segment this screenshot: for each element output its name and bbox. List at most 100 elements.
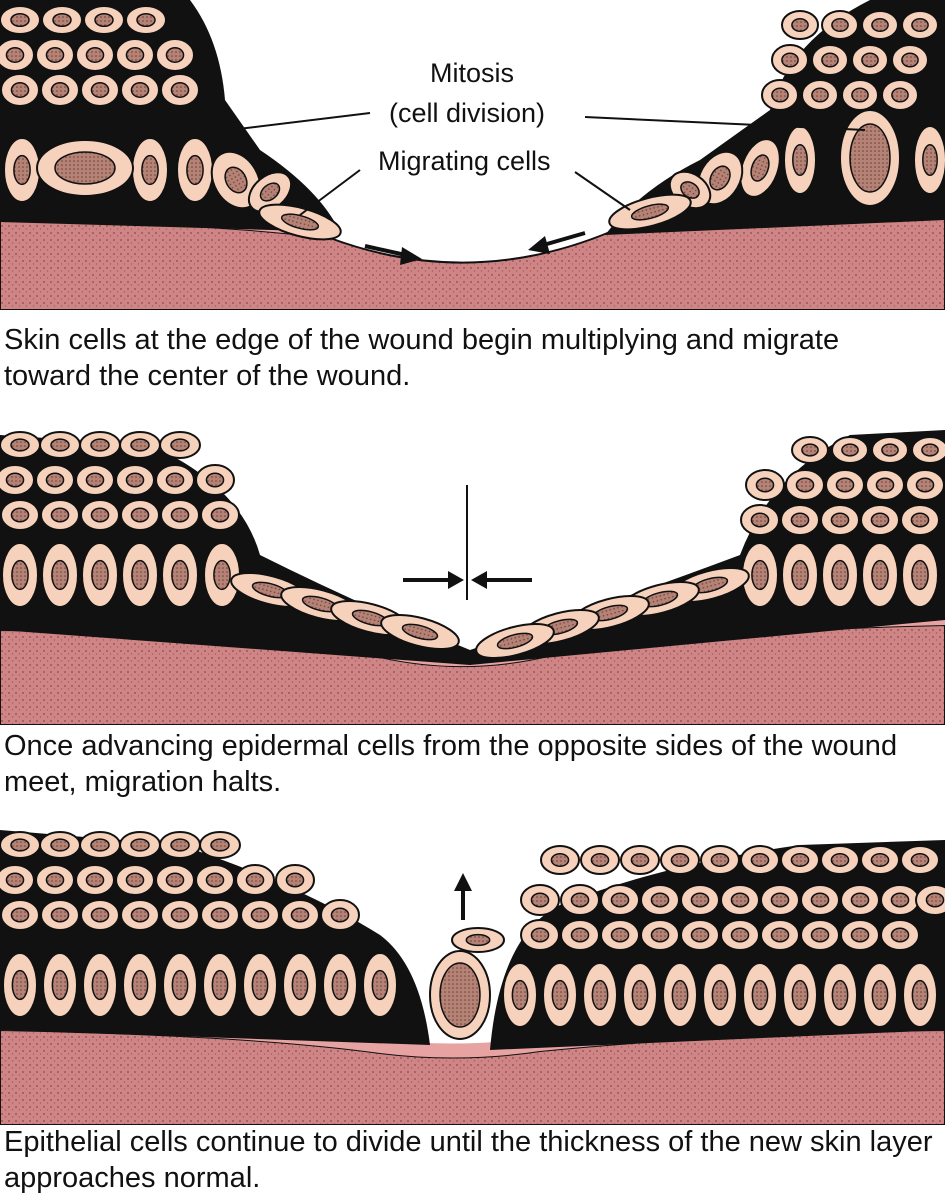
epidermal-cell: [826, 470, 864, 500]
epidermal-cell: [841, 920, 879, 950]
epidermal-cell: [601, 920, 639, 950]
epidermal-cell: [160, 832, 200, 858]
epidermal-cell: [321, 900, 359, 930]
epidermal-cell: [902, 11, 938, 39]
epidermal-cell: [76, 39, 114, 71]
epidermal-cell: [822, 11, 858, 39]
epidermal-cell: [323, 953, 357, 1017]
epidermal-cell: [161, 500, 199, 530]
epidermal-cell: [623, 963, 657, 1027]
epidermal-cell: [120, 832, 160, 858]
epidermal-cell: [42, 6, 82, 34]
epidermal-cell: [701, 846, 739, 874]
epidermal-cell: [1, 500, 39, 530]
epidermal-cell: [2, 543, 38, 607]
epidermal-cell: [201, 500, 239, 530]
epidermal-cell: [37, 140, 133, 196]
epidermal-cell: [821, 505, 859, 535]
epidermal-cell: [792, 437, 828, 463]
epidermal-cell: [761, 885, 799, 915]
epidermal-cell: [882, 80, 918, 110]
stage-2-svg: [0, 425, 945, 725]
epidermal-cell: [0, 832, 40, 858]
epidermal-cell: [741, 846, 779, 874]
leader-line: [575, 172, 630, 210]
epidermal-cell: [121, 500, 159, 530]
epidermal-cell: [236, 865, 274, 895]
epidermal-cell: [196, 465, 234, 495]
epidermal-cell: [784, 126, 816, 194]
epidermal-cell: [200, 832, 240, 858]
epidermal-cell: [862, 543, 898, 607]
epidermal-cell: [840, 110, 900, 206]
stage-1-svg: Mitosis (cell division) Migrating cells: [0, 0, 945, 310]
epidermal-cell: [43, 953, 77, 1017]
stage-3-illustration: [0, 825, 945, 1125]
epidermal-cell: [120, 432, 160, 458]
stage-3-svg: [0, 825, 945, 1125]
epidermal-cell: [3, 953, 37, 1017]
epidermal-cell: [83, 953, 117, 1017]
epidermal-cell: [901, 846, 939, 874]
epidermal-cell: [203, 953, 237, 1017]
epidermal-cell: [116, 465, 154, 495]
epidermal-cell: [503, 963, 537, 1027]
epidermal-cell: [772, 45, 808, 75]
epidermal-cell: [601, 885, 639, 915]
epidermal-cell: [123, 953, 157, 1017]
epidermal-cell: [132, 138, 168, 202]
epidermal-cell: [786, 470, 824, 500]
epidermal-cell: [160, 432, 200, 458]
epidermal-cell: [81, 74, 119, 106]
epidermal-cell: [641, 920, 679, 950]
epidermal-cell: [122, 543, 158, 607]
epidermal-cell: [4, 138, 40, 202]
epidermal-cell: [0, 432, 40, 458]
epidermal-cell: [283, 953, 317, 1017]
epidermal-cell: [861, 846, 899, 874]
epidermal-cell: [914, 126, 945, 194]
epidermal-cell: [903, 963, 937, 1027]
epidermal-cell: [902, 543, 938, 607]
epidermal-cell: [821, 846, 859, 874]
epidermal-cell: [881, 920, 919, 950]
epidermal-cell: [40, 432, 80, 458]
epidermal-cell: [822, 543, 858, 607]
epidermal-cell: [201, 900, 239, 930]
epidermal-cell: [721, 885, 759, 915]
epidermal-cell: [802, 80, 838, 110]
epidermal-cell: [872, 437, 908, 463]
epidermal-cell: [881, 885, 919, 915]
epidermal-cell: [116, 865, 154, 895]
epidermal-cell: [561, 885, 599, 915]
epidermal-cell: [1, 900, 39, 930]
epidermal-cell: [782, 543, 818, 607]
epidermal-cell: [782, 11, 818, 39]
epidermal-cell: [823, 963, 857, 1027]
epidermal-cell: [781, 846, 819, 874]
epidermal-cell: [521, 885, 559, 915]
epidermal-cell: [842, 80, 878, 110]
epidermal-cell: [241, 900, 279, 930]
epidermal-cell: [681, 920, 719, 950]
epidermal-cell: [521, 920, 559, 950]
epidermal-cell: [841, 885, 879, 915]
dermis-layer: [0, 218, 945, 310]
left-epidermis: [0, 0, 340, 232]
epidermal-cell: [0, 6, 40, 34]
epidermal-cell: [621, 846, 659, 874]
stage-3-caption: Epithelial cells continue to divide unti…: [4, 1124, 934, 1196]
epidermal-cell: [541, 846, 579, 874]
epidermal-cell: [0, 39, 34, 71]
epidermal-cell: [80, 832, 120, 858]
epidermal-cell: [36, 865, 74, 895]
epidermal-cell: [196, 865, 234, 895]
epidermal-cell: [812, 45, 848, 75]
epidermal-cell: [906, 470, 944, 500]
epidermal-cell: [36, 465, 74, 495]
epidermal-cell: [430, 951, 490, 1039]
epidermal-cell: [561, 920, 599, 950]
epidermal-cell: [801, 885, 839, 915]
epidermal-cell: [161, 900, 199, 930]
epidermal-cell: [0, 465, 34, 495]
